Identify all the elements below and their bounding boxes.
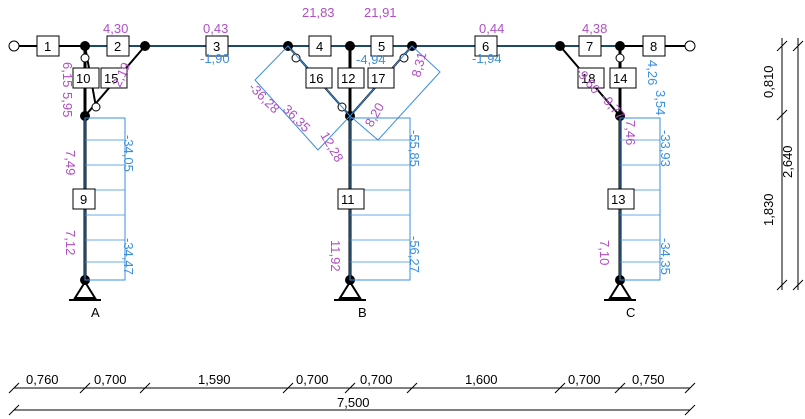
col-c-moment-bot: 7,10: [597, 240, 612, 265]
dim-h-1: 0,760: [26, 372, 59, 387]
dim-total: 7,500: [337, 395, 370, 410]
misc-value-7: -36,28: [246, 80, 283, 117]
svg-text:14: 14: [613, 71, 627, 86]
horizontal-dimensions: [8, 382, 696, 416]
moment-top-1: 4,30: [103, 21, 128, 36]
col-a-moment-bot: 7,12: [63, 230, 78, 255]
svg-text:13: 13: [611, 192, 625, 207]
col-a-normal-top: -34,05: [121, 135, 136, 172]
svg-text:11: 11: [341, 192, 355, 207]
svg-text:18: 18: [581, 71, 595, 86]
moment-top-6: 4,38: [582, 21, 607, 36]
misc-value-5: 8,20: [362, 100, 388, 129]
brace-force-diagram: [254, 45, 441, 151]
normal-force-diagrams: [84, 117, 661, 281]
col-a-moment-top: 7,49: [63, 150, 78, 175]
normal-top-6: -1,94: [472, 51, 502, 66]
svg-text:2: 2: [114, 39, 121, 54]
dim-h-4: 0,700: [296, 372, 329, 387]
svg-text:1: 1: [44, 39, 51, 54]
col-a-normal-bot: -34,47: [121, 238, 136, 275]
misc-value-6: 12,28: [317, 129, 346, 165]
moment-top-5: 0,44: [479, 21, 504, 36]
dim-h-3: 1,590: [198, 372, 231, 387]
misc-value-4: 8,31: [408, 50, 429, 78]
svg-text:9: 9: [80, 192, 87, 207]
svg-text:6: 6: [482, 39, 489, 54]
support-label-b: B: [358, 305, 367, 320]
col-c-normal-bot: -34,35: [658, 238, 673, 275]
misc-value-10: 3,54: [653, 90, 668, 115]
misc-value-8: 36,35: [280, 102, 314, 136]
svg-text:10: 10: [76, 71, 90, 86]
misc-value-9: -4,94: [356, 52, 386, 67]
normal-top-3: -1,90: [200, 51, 230, 66]
vertical-dimensions: [776, 38, 804, 291]
svg-text:8: 8: [650, 39, 657, 54]
misc-value-11: 4,26: [645, 60, 660, 85]
end-hinge-right: [684, 40, 696, 52]
dim-h-6: 1,600: [465, 372, 498, 387]
misc-value-1: 6,15: [60, 62, 75, 87]
svg-text:5: 5: [378, 39, 385, 54]
moment-top-4: 21,91: [364, 5, 397, 20]
svg-text:3: 3: [213, 39, 220, 54]
supports: [69, 280, 636, 301]
dim-v-2: 1,830: [761, 193, 776, 226]
col-c-moment-top: 7,46: [623, 120, 638, 145]
col-b-moment-bot: 11,92: [328, 240, 343, 272]
dim-v-total: 2,640: [780, 145, 795, 178]
dim-h-2: 0,700: [94, 372, 127, 387]
dim-h-5: 0,700: [360, 372, 393, 387]
svg-text:4: 4: [316, 39, 323, 54]
misc-value-2: 5,95: [60, 92, 75, 117]
normal-force-hatching: [85, 139, 660, 263]
dim-h-7: 0,700: [568, 372, 601, 387]
col-c-normal-top: -33,93: [658, 130, 673, 167]
svg-text:12: 12: [341, 71, 355, 86]
dim-v-1: 0,810: [761, 65, 776, 98]
col-b-normal-top: -55,85: [407, 130, 422, 167]
end-hinge-left: [8, 40, 20, 52]
svg-text:17: 17: [371, 71, 385, 86]
svg-text:7: 7: [586, 39, 593, 54]
support-label-a: A: [91, 305, 100, 320]
member-labels: 1 2 3 4 5 6 7 8 9 10 11 12 13 14 15 16 1…: [36, 35, 666, 210]
moment-top-3: 21,83: [302, 5, 335, 20]
svg-text:15: 15: [104, 71, 118, 86]
svg-text:16: 16: [309, 71, 323, 86]
moment-top-2: 0,43: [203, 21, 228, 36]
col-b-normal-bot: -56,27: [407, 236, 422, 273]
support-label-c: C: [626, 305, 635, 320]
dim-h-8: 0,750: [632, 372, 665, 387]
